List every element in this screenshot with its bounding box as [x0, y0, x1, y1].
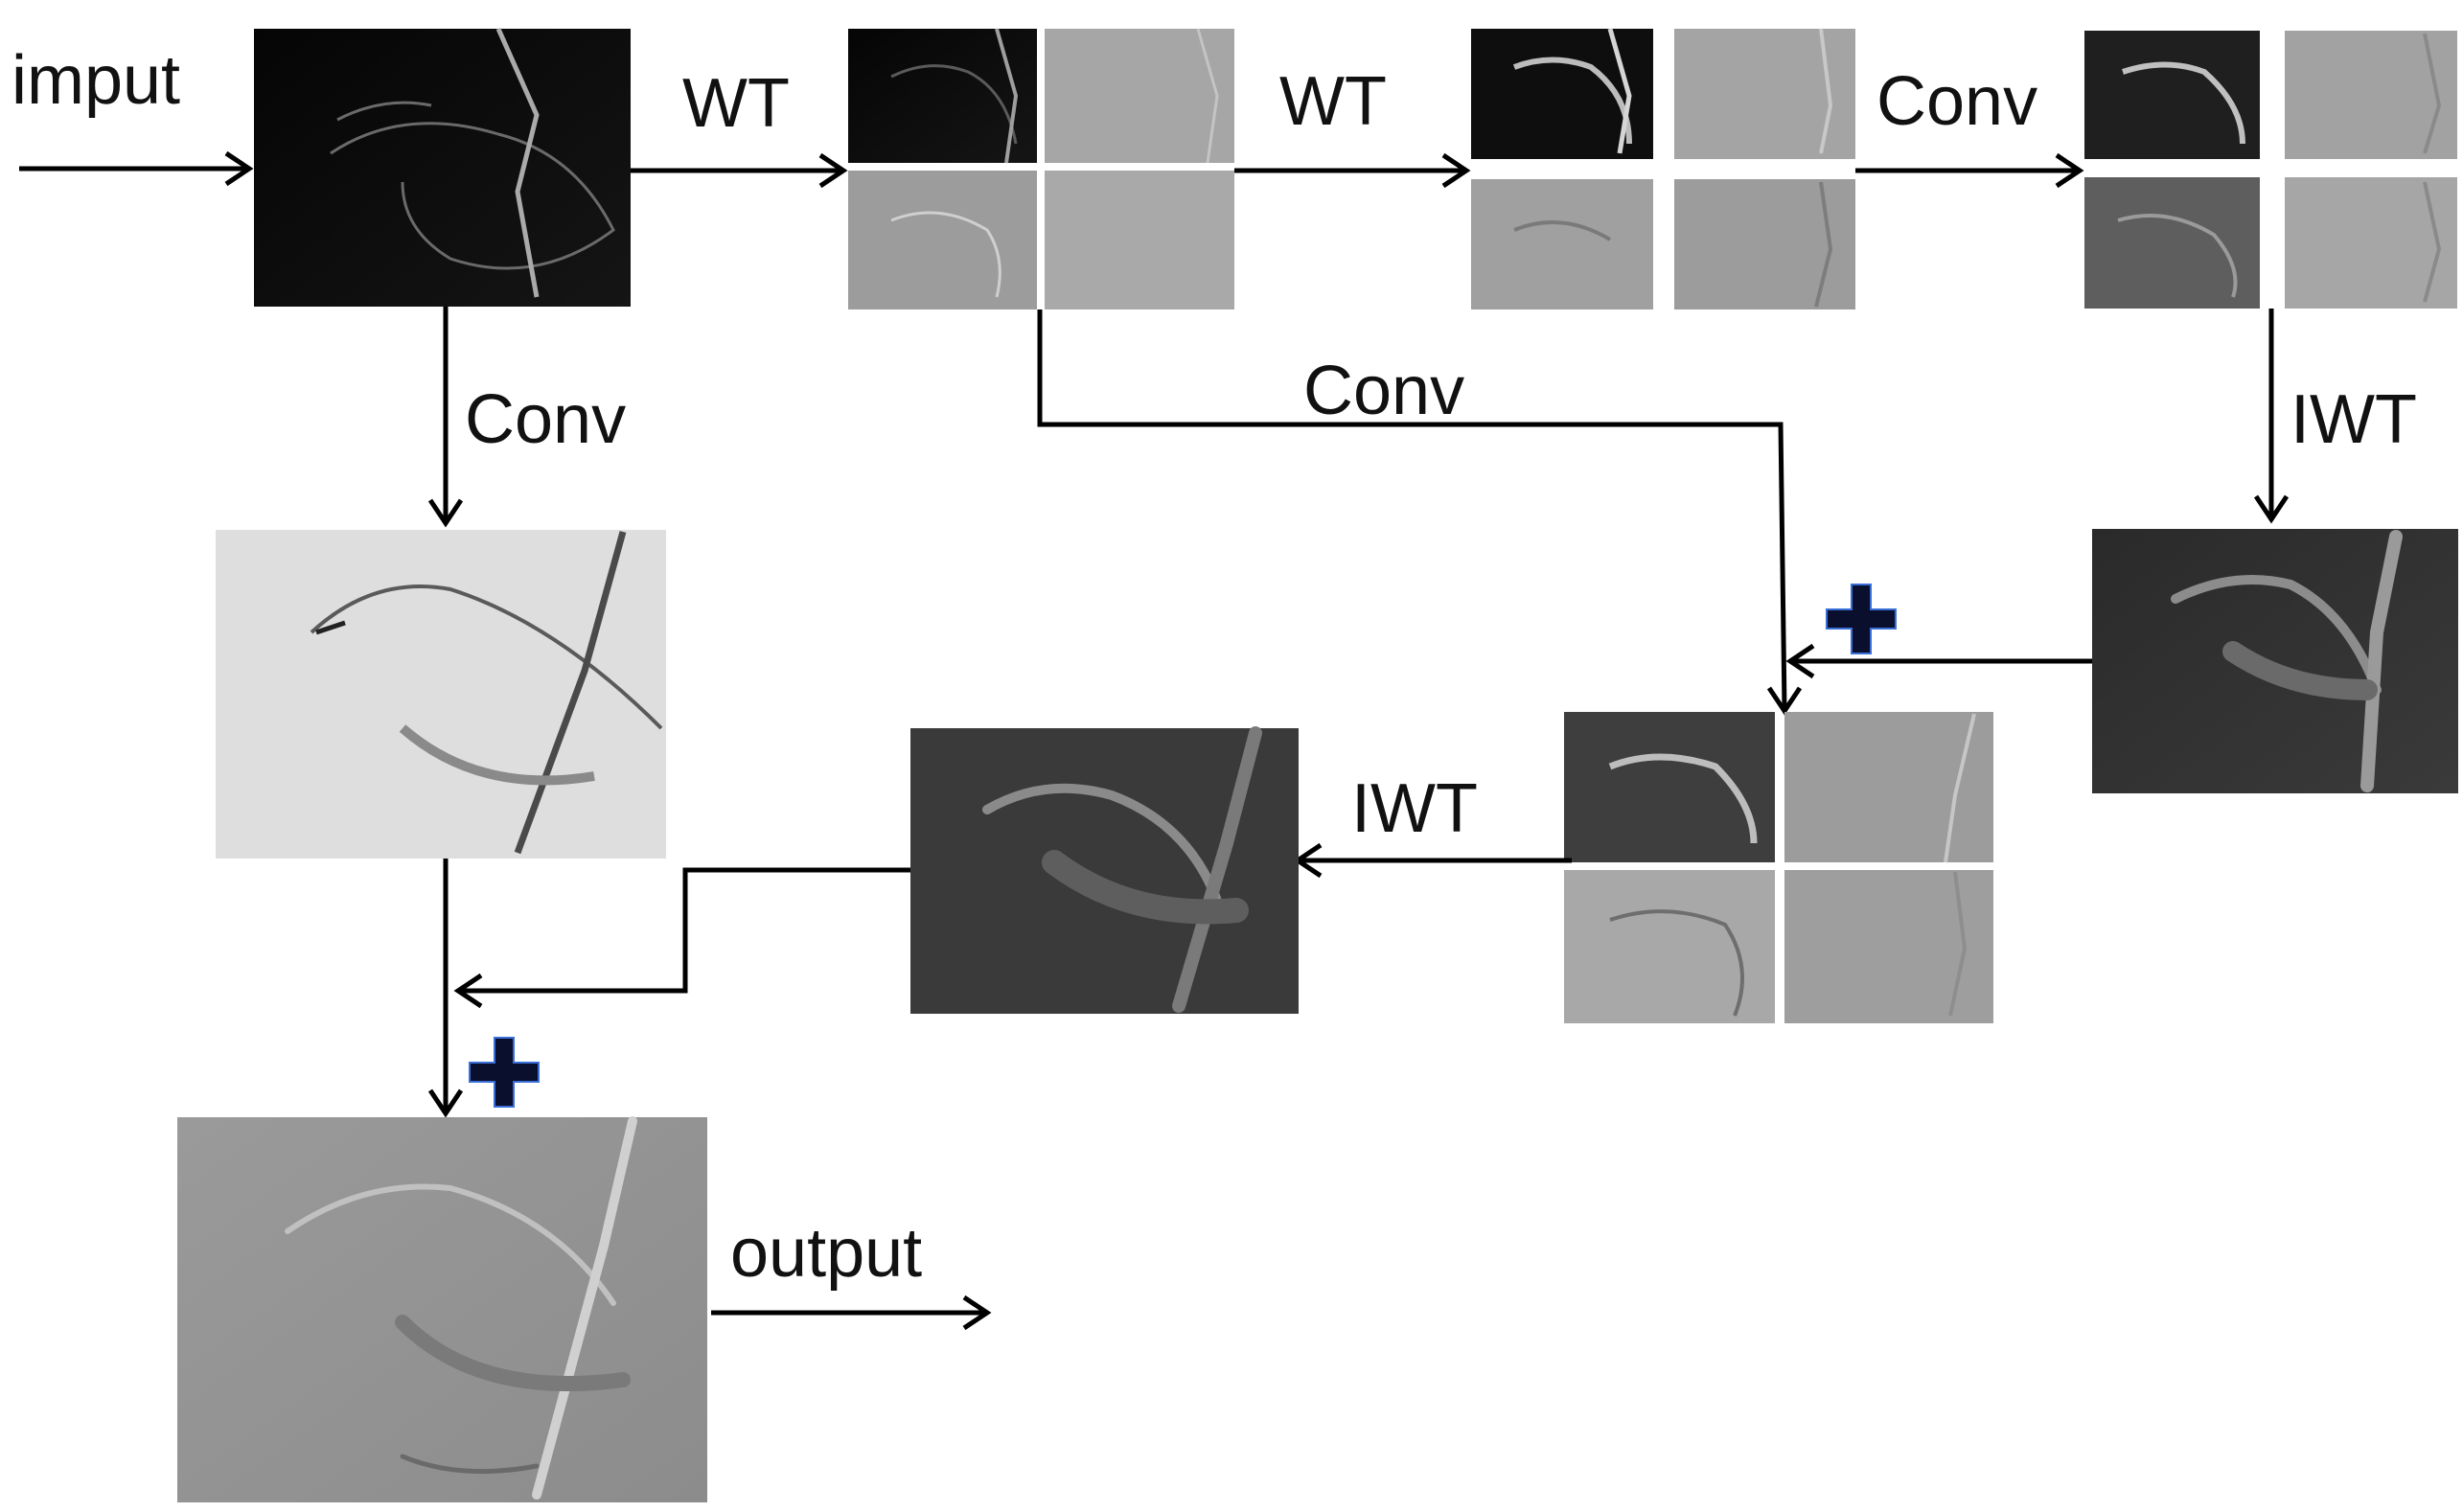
output-feature-map: [177, 1117, 707, 1502]
input-arrow: [19, 153, 249, 184]
conv-label-left: Conv: [465, 381, 626, 458]
wt-level2-subbands: [1471, 29, 1855, 309]
plus-icon-left: [470, 1038, 539, 1107]
conv-label-top: Conv: [1876, 63, 2037, 140]
conv-level2-subbands: [2084, 31, 2457, 309]
input-feature-map: [254, 29, 631, 307]
wt-level1-subbands: [848, 29, 1234, 309]
iwt-arrow-right: [2256, 309, 2287, 519]
wt-label-1: WT: [682, 65, 790, 142]
conv-input-result: [216, 530, 666, 859]
iwt-label-right: IWT: [2290, 381, 2417, 458]
iwt-label-bottom: IWT: [1351, 770, 1478, 847]
iwt-level1-result: [910, 728, 1299, 1014]
wt-arrow-2: [1234, 155, 1466, 186]
plus-icon-right: [1827, 584, 1896, 653]
iwt-to-output-arrow: [458, 870, 910, 1006]
wt-arrow-1: [631, 155, 843, 186]
conv-arrow-top: [1855, 155, 2080, 186]
output-arrow: [711, 1297, 987, 1328]
conv-arrow-left: [430, 307, 461, 523]
iwt-arrow-bottom: [1298, 845, 1572, 876]
iwt-to-sum-arrow: [1790, 646, 2092, 676]
sum-level1-subbands: [1564, 712, 1993, 1023]
input-label: imput: [12, 42, 180, 119]
wt-label-2: WT: [1279, 63, 1387, 140]
conv-label-middle: Conv: [1303, 353, 1464, 429]
iwt-level2-result: [2092, 529, 2458, 793]
output-label: output: [730, 1215, 922, 1292]
conv-to-output-arrow: [430, 859, 461, 1113]
